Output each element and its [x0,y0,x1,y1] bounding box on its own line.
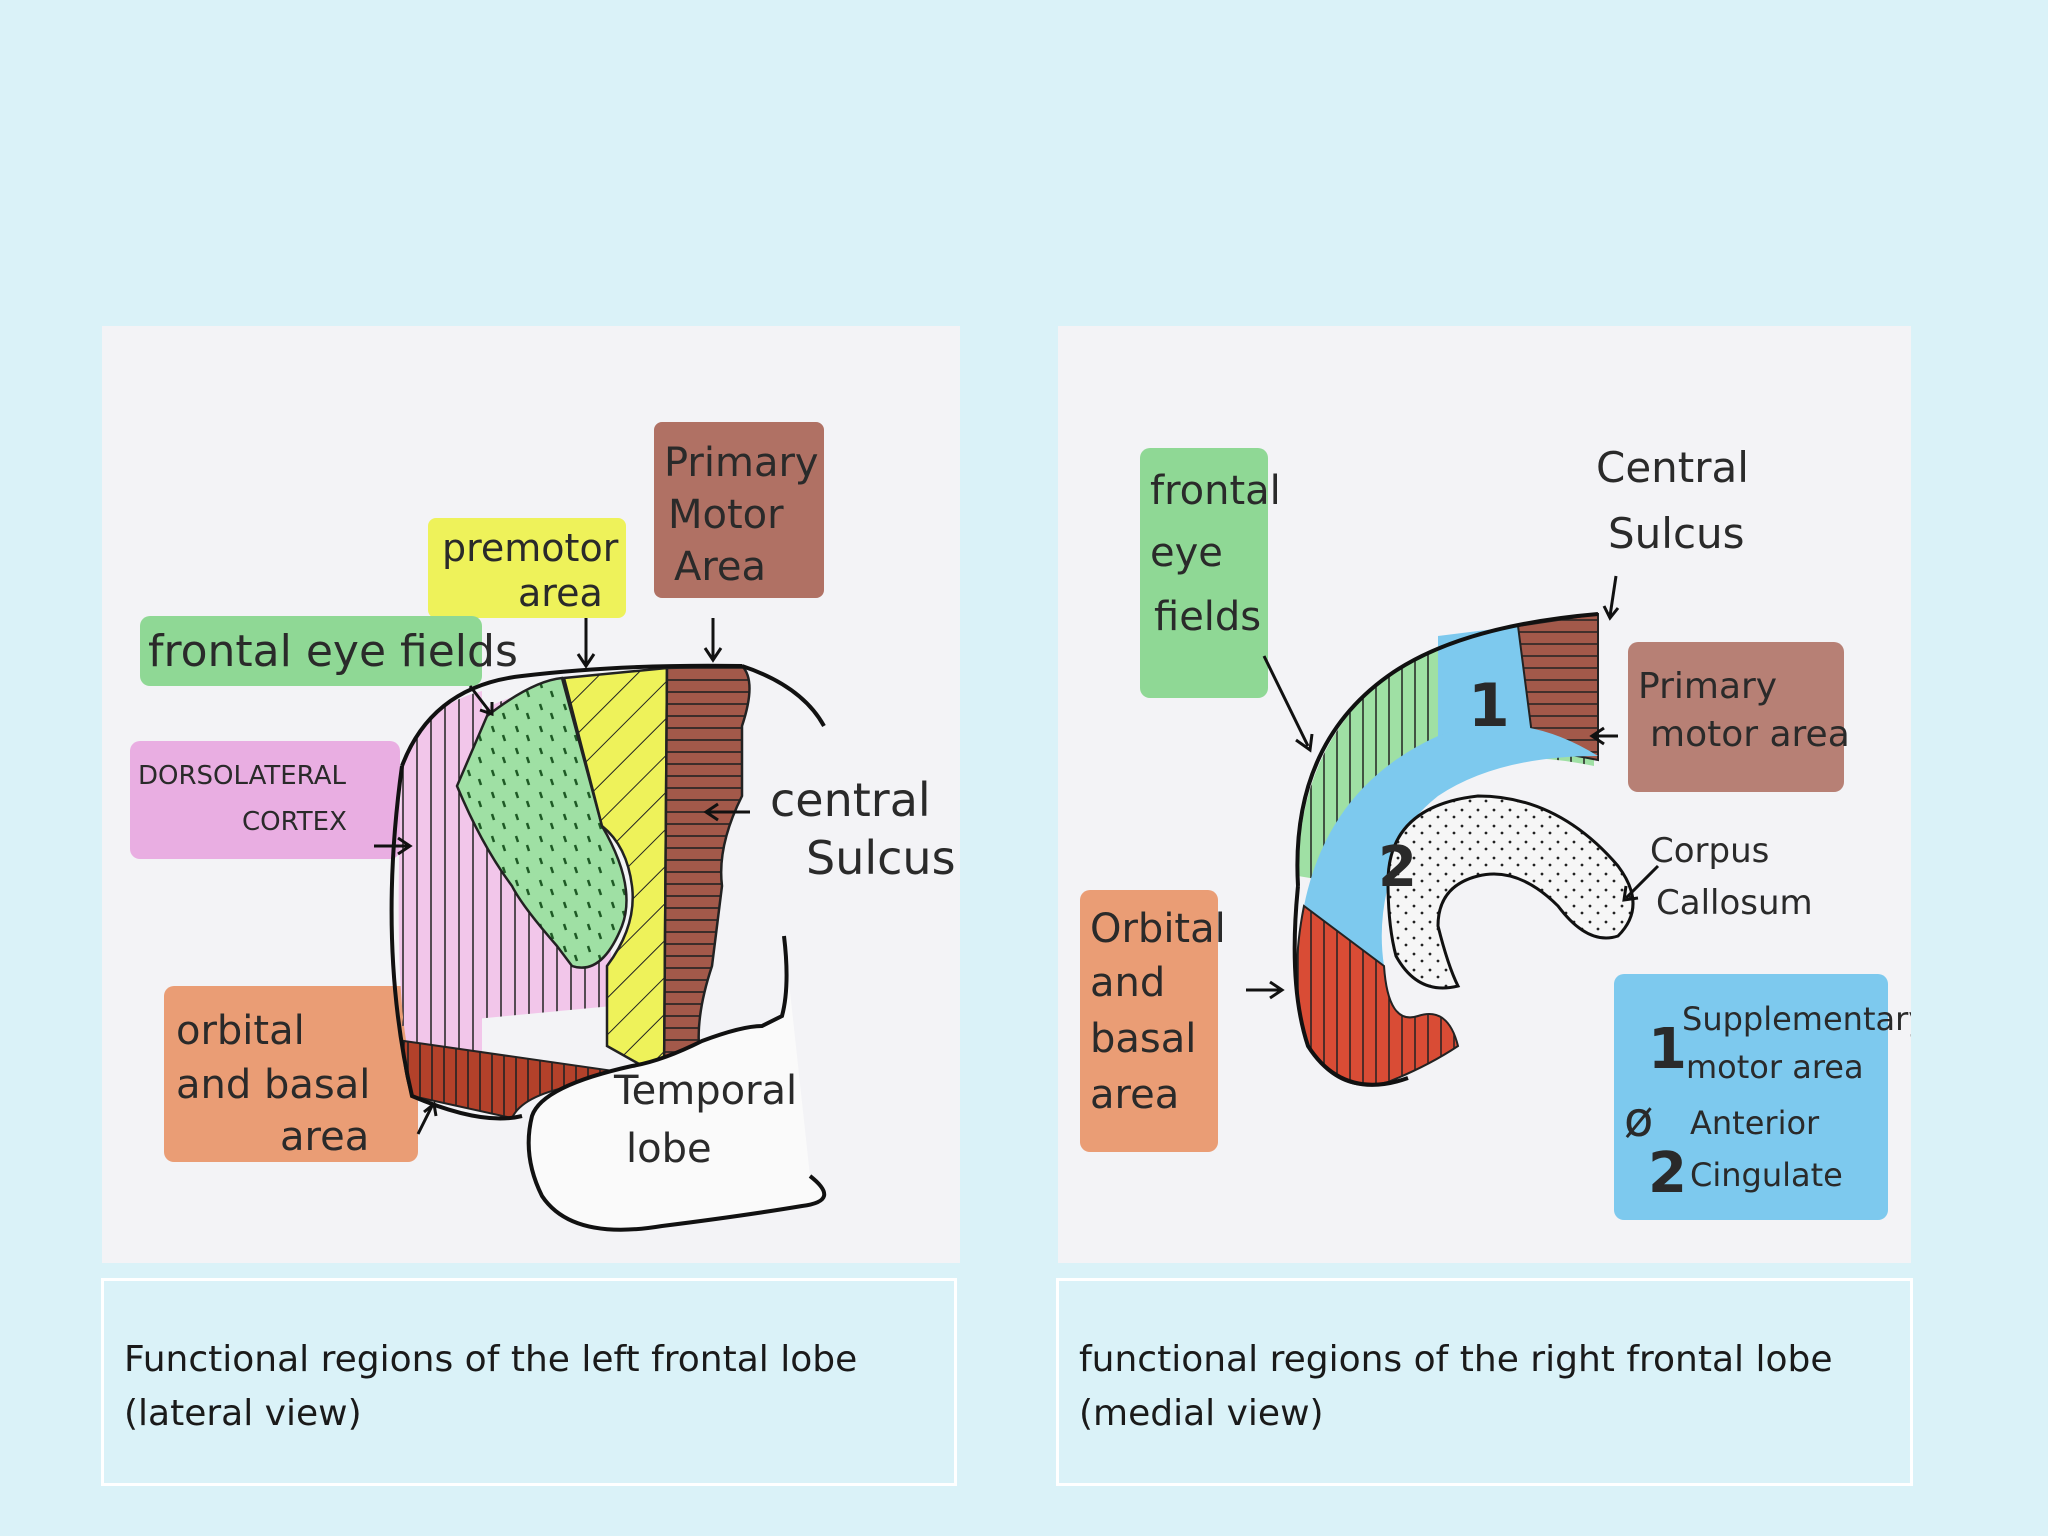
right-caption-line-2: (medial view) [1079,1393,1324,1434]
right-arrows [1246,575,1660,1000]
premotor-label-bg [428,518,626,618]
brain-outline [389,663,826,1121]
primary-motor-label: Primary Motor Area [664,440,831,590]
anterior-cingulate-region [1304,724,1598,966]
dorsolateral-label: DORSOLATERAL CORTEX [138,761,354,837]
premotor-label: premotor area [442,526,630,615]
left-diagram-panel: Primary Motor Area premotor area frontal… [102,326,960,1263]
central-sulcus-label: central Sulcus [770,773,956,885]
marker-2: 2 [1378,835,1417,900]
corpus-callosum-label: Corpus Callosum [1650,831,1813,923]
orbital-label: orbital and basal area [176,1008,383,1160]
legend-bg [1614,974,1888,1220]
right-frontal-lobe-diagram: 1 2 frontal eye fields Central Sulcus Pr… [1080,443,1911,1220]
r-primary-motor-label: Primary motor area [1638,666,1850,755]
temporal-lobe-label: Temporal lobe [613,1068,810,1172]
temporal-lobe-outline [526,935,827,1232]
r-orbital-label-bg [1080,890,1218,1152]
left-frontal-lobe-diagram: Primary Motor Area premotor area frontal… [130,422,956,1232]
r-frontal-eye-label-bg [1140,448,1268,698]
primary-motor-region [662,664,751,1080]
right-caption-line-1: functional regions of the right frontal … [1079,1339,1833,1380]
legend-number-2: 2 [1648,1141,1687,1206]
premotor-region [562,666,669,1081]
legend: ø 1 Supplementary motor area 2 Anterior … [1624,1000,1911,1206]
frontal-eye-label-bg [140,616,482,686]
right-diagram-panel: 1 2 frontal eye fields Central Sulcus Pr… [1058,326,1911,1263]
legend-number-1: 1 [1648,1017,1687,1082]
r-orbital-label: Orbital and basal area [1090,906,1238,1118]
corpus-callosum [1386,794,1635,990]
r-central-sulcus-label: Central Sulcus [1596,443,1762,558]
left-caption-line-2: (lateral view) [124,1393,362,1434]
marker-1: 1 [1468,671,1510,741]
legend-text-2: Anterior Cingulate [1690,1104,1843,1194]
frontal-eye-label: frontal eye fields [148,626,518,677]
r-primary-motor-label-bg [1628,642,1844,792]
r-frontal-eye-label: frontal eye fields [1150,468,1294,640]
orbital-label-bg [164,986,418,1162]
legend-text-1: Supplementary motor area [1682,1000,1911,1086]
left-caption: Functional regions of the left frontal l… [101,1278,957,1486]
left-caption-line-1: Functional regions of the left frontal l… [124,1339,858,1380]
frontal-eye-region [455,676,628,969]
right-caption: functional regions of the right frontal … [1056,1278,1913,1486]
left-arrows [374,618,750,1135]
primary-motor-label-bg [654,422,824,598]
r-brain-outline [1292,612,1599,1087]
dorsolateral-label-bg [130,741,400,859]
legend-symbol: ø [1624,1092,1653,1148]
